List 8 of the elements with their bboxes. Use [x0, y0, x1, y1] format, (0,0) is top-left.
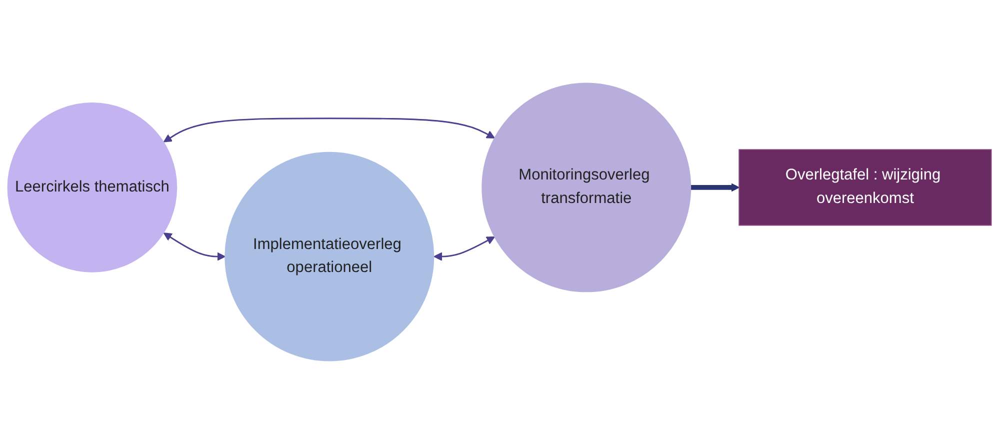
- arrow: [690, 183, 740, 192]
- node-box: Overlegtafel : wijziging overeenkomst: [738, 149, 992, 226]
- arrow: [163, 118, 495, 142]
- node-circle: Leercirkels thematisch: [7, 102, 178, 272]
- arrow: [163, 232, 226, 261]
- node-circle: Monitoringsoverleg transformatie: [482, 82, 692, 292]
- arrow: [434, 236, 495, 261]
- node-circle: Implementatieoverleg operationeel: [224, 152, 434, 362]
